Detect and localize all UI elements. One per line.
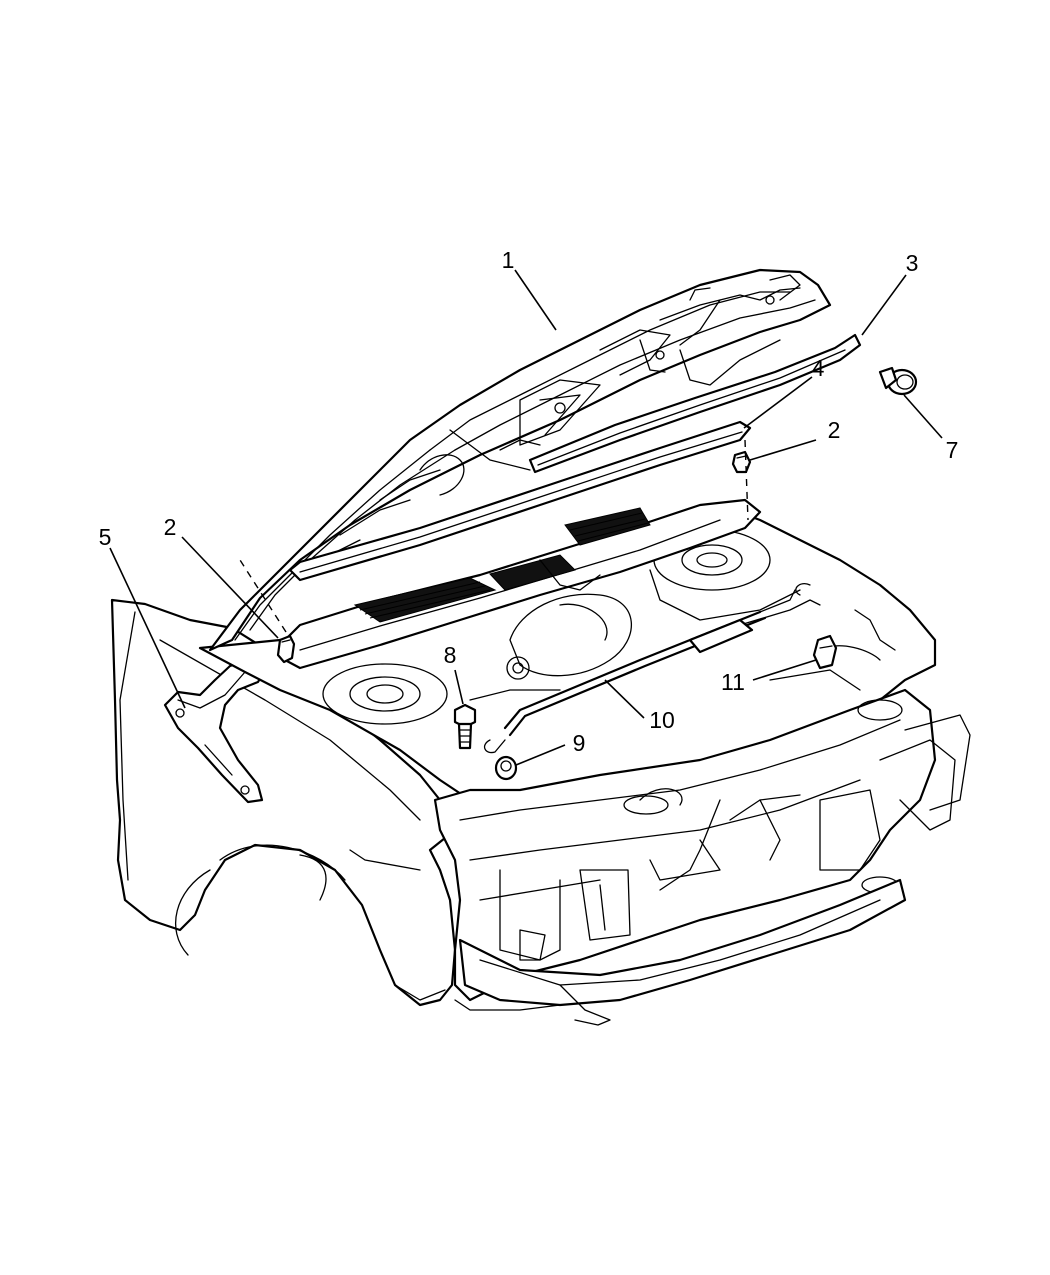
callout-2-right: 2: [828, 417, 841, 443]
callout-5: 5: [99, 524, 112, 550]
callout-4: 4: [812, 355, 825, 381]
hood-panel: [208, 268, 832, 652]
callout-10: 10: [649, 707, 675, 733]
push-pin-retainer: [878, 366, 918, 396]
hood-hinge: [163, 658, 267, 804]
hood-bolt: [453, 703, 477, 750]
prop-rod-grommet: [494, 755, 518, 781]
hood-weatherstrip: [288, 420, 752, 582]
prop-rod-clip: [812, 634, 838, 670]
callout-11: 11: [721, 669, 745, 695]
assembly-lines: [239, 439, 749, 633]
hood-bumper-left: [276, 634, 296, 664]
callout-2-left: 2: [164, 514, 177, 540]
callout-8: 8: [444, 642, 457, 668]
callout-9: 9: [573, 730, 586, 756]
cowl-grille: [283, 498, 762, 670]
hood-rear-seal: [528, 333, 862, 474]
callout-labels: 1 3 4 2 7 2 5 8 9 10 11: [99, 247, 959, 756]
leader-lines: [109, 269, 943, 766]
hood-bumper-right: [731, 450, 752, 474]
callout-3: 3: [906, 250, 919, 276]
callout-1: 1: [502, 247, 515, 273]
hood-prop-rod: [483, 589, 796, 754]
callout-7: 7: [946, 437, 959, 463]
